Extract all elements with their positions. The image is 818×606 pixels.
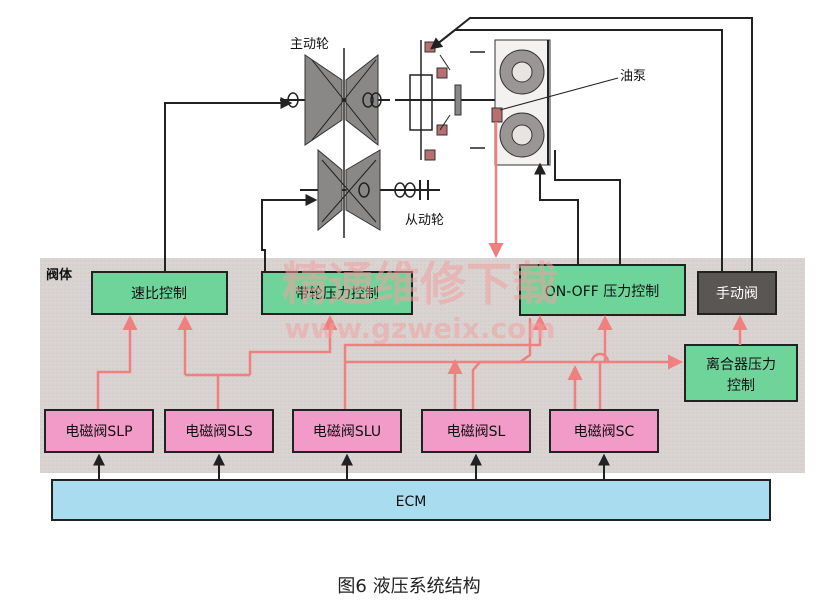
svg-text:离合器压力: 离合器压力	[706, 356, 776, 373]
svg-text:控制: 控制	[727, 378, 755, 394]
svg-text:手动阀: 手动阀	[716, 286, 758, 302]
valve-body-label: 阀体	[46, 267, 73, 283]
svg-text:电磁阀SLS: 电磁阀SLS	[185, 424, 253, 440]
secondary-pressure-control-box: 带轮压力控制	[261, 271, 413, 315]
figure-caption: 图6 液压系统结构	[337, 576, 481, 597]
hydraulic-lines	[96, 315, 748, 410]
solenoid-sls: 电磁阀SLS	[164, 409, 274, 453]
ecm-bar: ECM	[51, 479, 771, 521]
solenoid-sl: 电磁阀SL	[421, 409, 531, 453]
solenoid-slu: 电磁阀SLU	[292, 409, 402, 453]
svg-text:www.gzweix.com: www.gzweix.com	[285, 312, 556, 345]
oil-pump-label: 油泵	[620, 69, 646, 84]
signal-lines	[164, 17, 753, 272]
svg-text:带轮压力控制: 带轮压力控制	[295, 286, 379, 302]
svg-text:电磁阀SLP: 电磁阀SLP	[65, 424, 132, 440]
primary-pulley-label: 主动轮	[290, 37, 329, 52]
svg-text:ECM: ECM	[396, 494, 427, 510]
svg-text:电磁阀SC: 电磁阀SC	[574, 424, 635, 440]
svg-text:精通维修下载: 精通维修下载	[282, 257, 558, 311]
solenoid-sc: 电磁阀SC	[549, 409, 659, 453]
svg-text:电磁阀SL: 电磁阀SL	[447, 424, 506, 440]
pulley-assembly: 主动轮 从动轮 油泵	[280, 37, 646, 238]
on-off-pressure-control-box: ON-OFF 压力控制	[519, 264, 686, 316]
ratio-control-box: 速比控制	[91, 271, 228, 315]
svg-text:速比控制: 速比控制	[131, 286, 187, 302]
solenoid-slp: 电磁阀SLP	[44, 409, 154, 453]
manual-valve-box: 手动阀	[697, 271, 777, 315]
svg-text:ON-OFF 压力控制: ON-OFF 压力控制	[545, 284, 660, 300]
svg-text:电磁阀SLU: 电磁阀SLU	[313, 424, 381, 440]
watermark: 精通维修下载 www.gzweix.com	[282, 257, 558, 345]
clutch-pressure-control-box: 离合器压力 控制	[684, 344, 798, 402]
secondary-pulley-label: 从动轮	[405, 213, 444, 228]
ecm-signal-arrows	[93, 453, 610, 480]
